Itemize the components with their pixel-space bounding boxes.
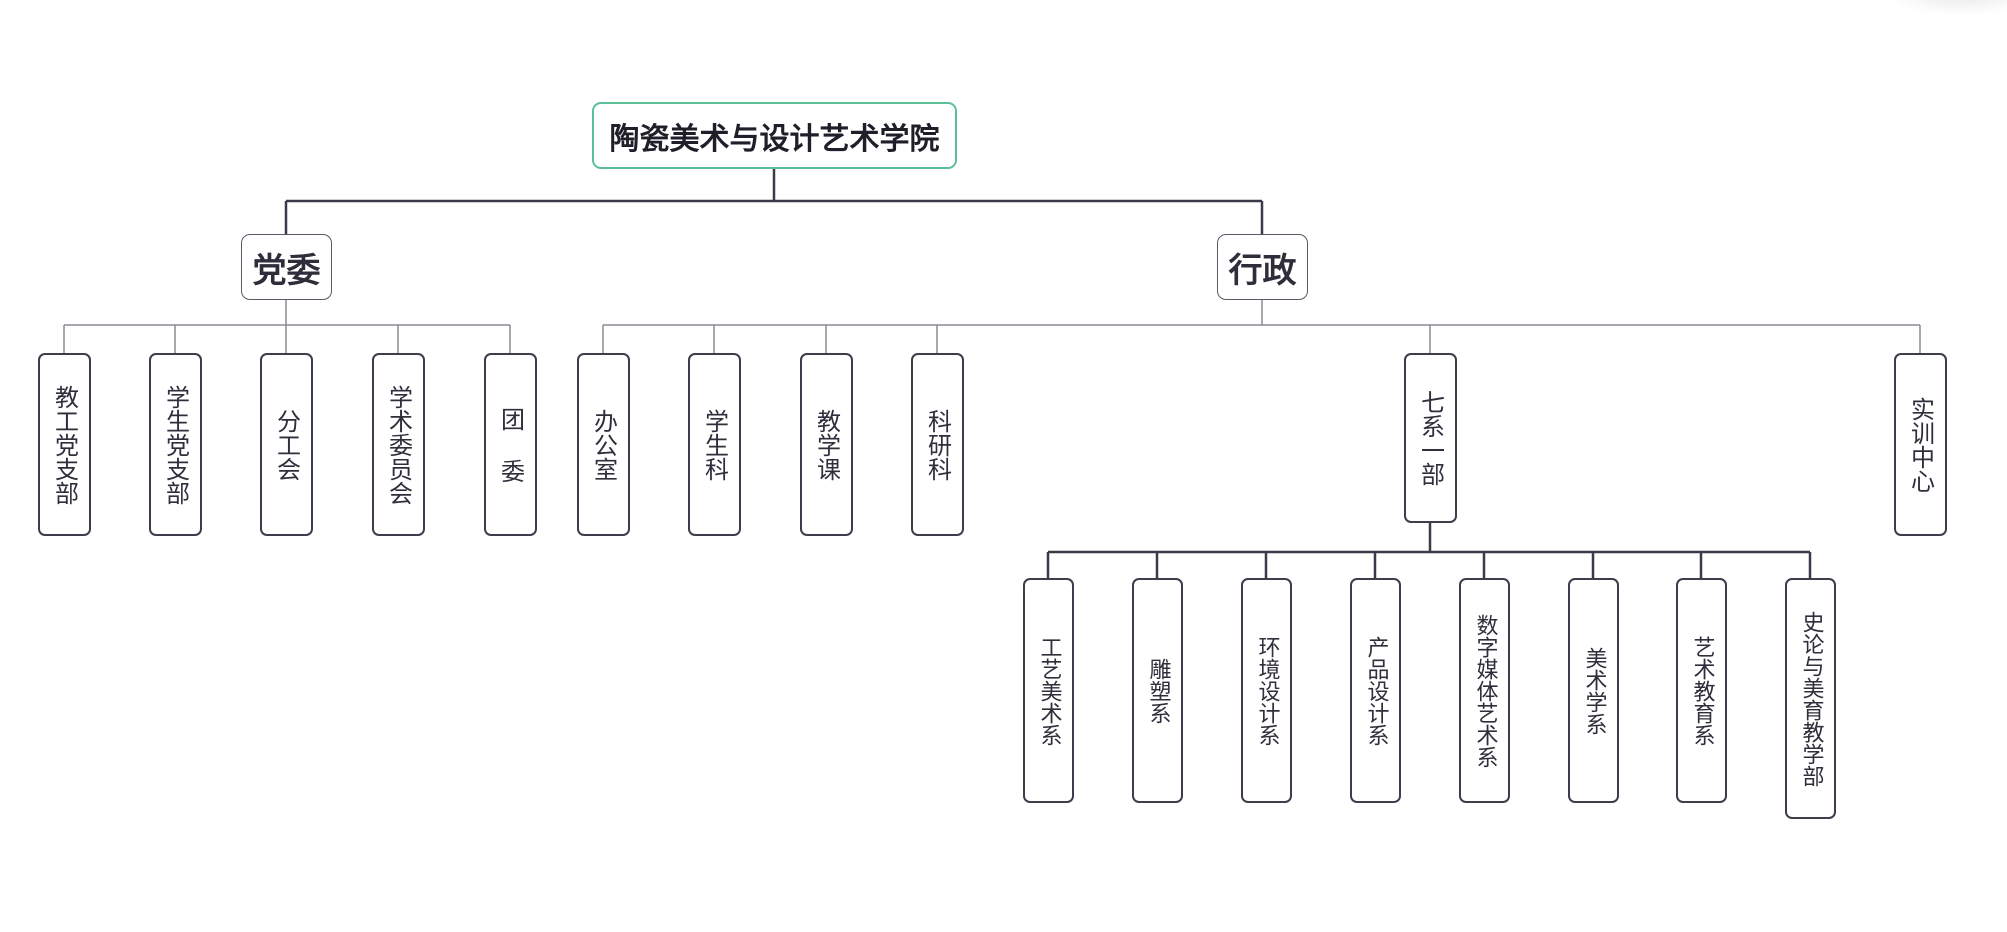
- node-label: 学生党支部: [161, 384, 190, 505]
- node-xueshu-weiyuanhui[interactable]: 学术委员会: [372, 353, 425, 536]
- node-label: 工艺美术系: [1036, 635, 1062, 746]
- branch-dangwei-label: 党委: [252, 250, 321, 291]
- node-qixi-yibu[interactable]: 七系一部: [1404, 353, 1457, 523]
- dept-shilun-meiyu[interactable]: 史论与美育教学部: [1785, 578, 1836, 819]
- node-label: 艺术教育系: [1689, 635, 1715, 746]
- node-label: 分工会: [272, 408, 301, 481]
- branch-xingzheng-label: 行政: [1228, 250, 1297, 291]
- node-fengonghui[interactable]: 分工会: [260, 353, 313, 536]
- dept-gongyi-meishu[interactable]: 工艺美术系: [1023, 578, 1074, 803]
- root-node[interactable]: 陶瓷美术与设计艺术学院: [592, 102, 957, 169]
- node-tuanwei[interactable]: 团 委: [484, 353, 537, 536]
- dept-diaosu[interactable]: 雕塑系: [1132, 578, 1183, 803]
- node-label: 办公室: [589, 408, 618, 481]
- node-jiaoxueke[interactable]: 教学课: [800, 353, 853, 536]
- node-label: 教学课: [812, 408, 841, 481]
- dept-yishu-jiaoyu[interactable]: 艺术教育系: [1676, 578, 1727, 803]
- qixi-connectors: [1046, 523, 1812, 578]
- dept-chanpin-sheji[interactable]: 产品设计系: [1350, 578, 1401, 803]
- dept-shuzi-meiti[interactable]: 数字媒体艺术系: [1459, 578, 1510, 803]
- node-jiaogong-dangzhibu[interactable]: 教工党支部: [38, 353, 91, 536]
- node-label: 史论与美育教学部: [1798, 610, 1824, 787]
- node-label: 环境设计系: [1254, 635, 1280, 746]
- root-label: 陶瓷美术与设计艺术学院: [609, 121, 940, 157]
- node-label: 美术学系: [1581, 646, 1607, 735]
- node-label: 团 委: [496, 406, 525, 483]
- dangwei-connectors: [63, 299, 511, 353]
- node-keyanke[interactable]: 科研科: [911, 353, 964, 536]
- node-label: 雕塑系: [1145, 657, 1171, 724]
- node-xueshengke[interactable]: 学生科: [688, 353, 741, 536]
- xingzheng-connectors: [602, 299, 1921, 353]
- node-label: 七系一部: [1416, 390, 1445, 486]
- dept-meishuxue[interactable]: 美术学系: [1568, 578, 1619, 803]
- node-label: 产品设计系: [1363, 635, 1389, 746]
- node-label: 科研科: [923, 408, 952, 481]
- dept-huanjing-sheji[interactable]: 环境设计系: [1241, 578, 1292, 803]
- node-xuesheng-dangzhibu[interactable]: 学生党支部: [149, 353, 202, 536]
- node-label: 教工党支部: [50, 384, 79, 505]
- node-shixun-zhongxin[interactable]: 实训中心: [1894, 353, 1947, 536]
- node-bangongshi[interactable]: 办公室: [577, 353, 630, 536]
- branch-xingzheng[interactable]: 行政: [1217, 234, 1308, 300]
- corner-shadow: [1887, 0, 2007, 15]
- branch-dangwei[interactable]: 党委: [241, 234, 332, 300]
- node-label: 实训中心: [1906, 396, 1935, 493]
- node-label: 学生科: [700, 408, 729, 481]
- node-label: 数字媒体艺术系: [1472, 613, 1498, 768]
- node-label: 学术委员会: [384, 384, 413, 505]
- root-connectors: [284, 169, 1264, 234]
